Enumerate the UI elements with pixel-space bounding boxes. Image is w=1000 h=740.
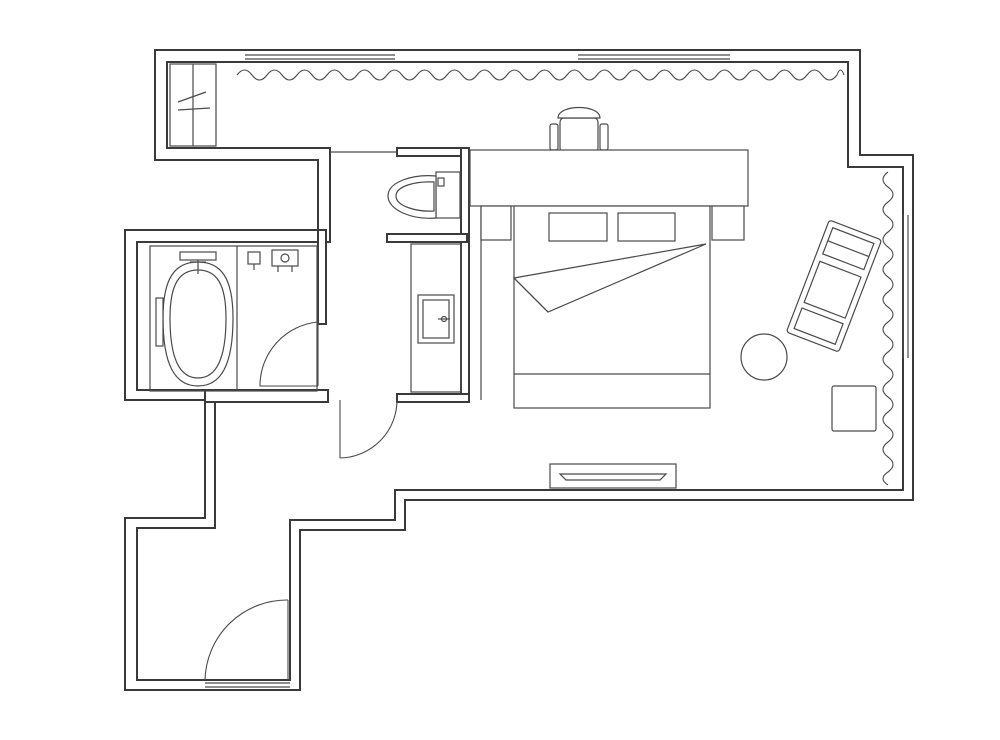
headboard-desk xyxy=(469,149,749,207)
curtain-top xyxy=(236,69,845,81)
round-side-table xyxy=(740,333,788,381)
nightstand-right xyxy=(711,205,745,241)
closet xyxy=(169,63,217,147)
pillow-right xyxy=(617,212,676,242)
bathroom xyxy=(149,245,319,392)
nightstand-left xyxy=(480,205,512,241)
entry-door xyxy=(204,599,290,688)
double-bed xyxy=(512,205,711,409)
ottoman xyxy=(831,385,877,432)
shower-faucet xyxy=(247,249,299,272)
bathroom-door xyxy=(259,321,319,387)
vanity xyxy=(410,243,462,393)
wash-door xyxy=(339,399,398,459)
wet-area-walls xyxy=(204,147,482,403)
curtain-right xyxy=(882,171,894,486)
lounge-chair xyxy=(786,220,882,352)
desk-chair xyxy=(549,107,609,153)
pillow-left xyxy=(548,212,608,242)
right-window xyxy=(902,215,909,358)
bathtub xyxy=(155,251,234,387)
toilet-room xyxy=(387,171,461,219)
tv-console xyxy=(549,463,677,489)
top-windows xyxy=(245,54,730,60)
